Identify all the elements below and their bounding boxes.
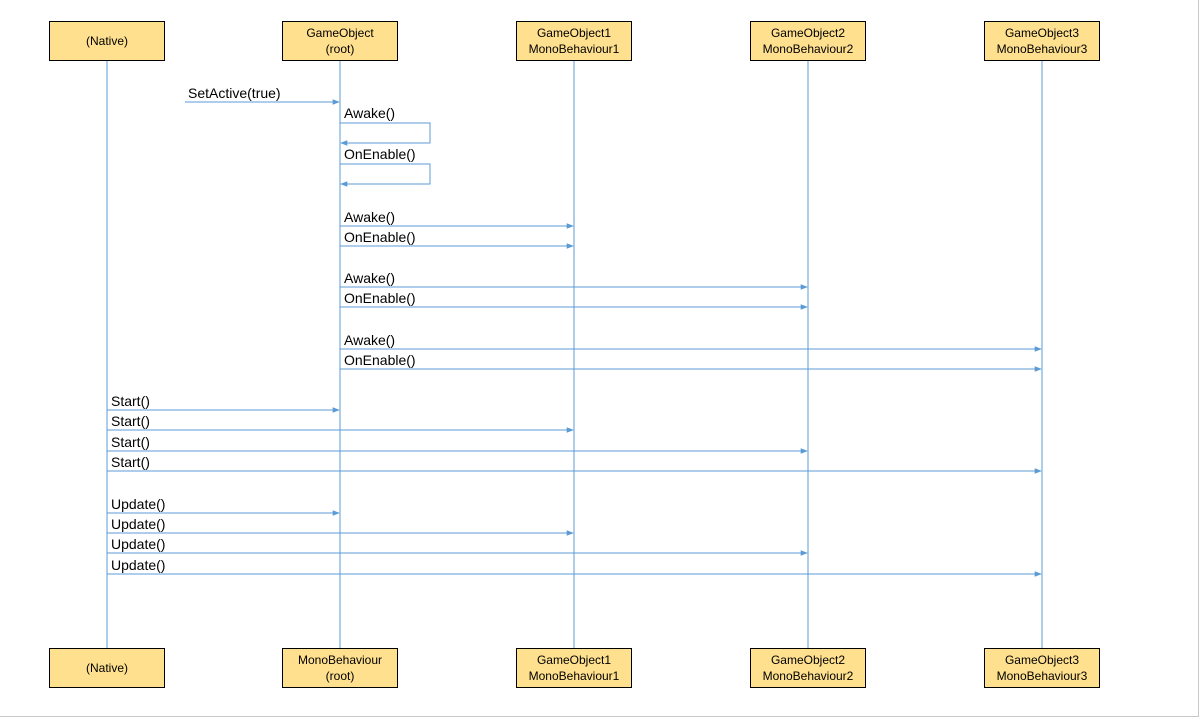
lifeline-root-top-label-2: (root) (325, 42, 355, 56)
message-label-13: Start() (111, 454, 150, 470)
lifeline-go3-bottom-box: GameObject3 MonoBehaviour3 (984, 648, 1100, 688)
message-label-15: Update() (111, 516, 165, 532)
message-label-1: SetActive(true) (188, 85, 281, 101)
message-label-5: OnEnable() (344, 229, 416, 245)
lifeline-go3-bottom-label-2: MonoBehaviour3 (996, 669, 1088, 683)
lifeline-go1-bottom-label-2: MonoBehaviour1 (528, 669, 620, 683)
lifeline-go2-bottom-box: GameObject2 MonoBehaviour2 (750, 648, 866, 688)
lifeline-go3-bottom-label-1: GameObject3 (1004, 653, 1080, 667)
lifeline-root-bottom-box: MonoBehaviour (root) (282, 648, 398, 688)
lifeline-go2-top-label-1: GameObject2 (770, 26, 846, 40)
lifeline-go1-top-label-1: GameObject1 (536, 26, 612, 40)
lifeline-go2-top-label-2: MonoBehaviour2 (762, 42, 854, 56)
lifeline-go1-bottom-label-1: GameObject1 (536, 653, 612, 667)
lifeline-root-bottom-label-2: (root) (325, 669, 355, 683)
message-label-12: Start() (111, 434, 150, 450)
lifeline-go2-bottom-label-1: GameObject2 (770, 653, 846, 667)
lifeline-root-top-label-1: GameObject (306, 26, 374, 40)
message-label-3: OnEnable() (344, 146, 416, 162)
lifeline-go2-bottom-label-2: MonoBehaviour2 (762, 669, 854, 683)
lifeline-go1-top-label-2: MonoBehaviour1 (528, 42, 620, 56)
message-label-6: Awake() (344, 270, 395, 286)
message-label-8: Awake() (344, 332, 395, 348)
lifeline-native-bottom-label: (Native) (85, 661, 128, 675)
message-arrow-3 (340, 163, 431, 187)
lifeline-go1-bottom-box: GameObject1 MonoBehaviour1 (516, 648, 632, 688)
lifeline-go3-top-label-1: GameObject3 (1004, 26, 1080, 40)
lifeline-go2-top-box: GameObject2 MonoBehaviour2 (750, 21, 866, 61)
message-label-16: Update() (111, 536, 165, 552)
lifeline-native-top-box: (Native) (49, 21, 165, 61)
lifeline-root-bottom-label-1: MonoBehaviour (297, 653, 383, 667)
lifeline-root-top-box: GameObject (root) (282, 21, 398, 61)
lifeline-go1-top-box: GameObject1 MonoBehaviour1 (516, 21, 632, 61)
message-label-17: Update() (111, 557, 165, 573)
message-arrow-2 (340, 122, 431, 146)
message-label-10: Start() (111, 393, 150, 409)
lifeline-native-top-label: (Native) (85, 34, 128, 48)
lifeline-native-bottom-box: (Native) (49, 648, 165, 688)
lifeline-go3-top-label-2: MonoBehaviour3 (996, 42, 1088, 56)
lifeline-go3-top-box: GameObject3 MonoBehaviour3 (984, 21, 1100, 61)
message-label-7: OnEnable() (344, 290, 416, 306)
message-label-14: Update() (111, 496, 165, 512)
message-label-4: Awake() (344, 209, 395, 225)
message-label-11: Start() (111, 413, 150, 429)
message-label-9: OnEnable() (344, 352, 416, 368)
message-label-2: Awake() (344, 105, 395, 121)
